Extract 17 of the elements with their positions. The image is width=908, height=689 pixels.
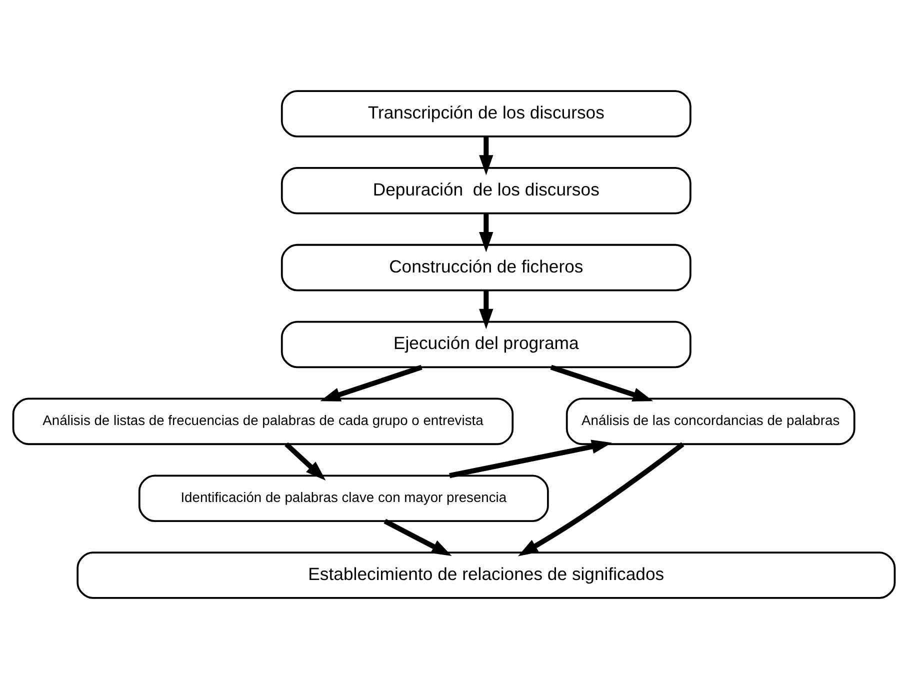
node-box: Ejecución del programa <box>280 320 692 368</box>
node-box: Análisis de listas de frecuencias de palabras de cada grupo o entrevista <box>12 398 514 446</box>
arrow <box>479 136 494 176</box>
node-box: Depuración de los discursos <box>280 167 692 214</box>
arrow <box>449 440 612 478</box>
arrow <box>320 364 422 402</box>
node-box: Transcripción de los discursos <box>280 90 692 138</box>
node-box: Construcción de ficheros <box>280 244 692 292</box>
arrow <box>284 442 326 481</box>
node-box: Análisis de las concordancias de palabras <box>566 398 856 446</box>
arrow <box>479 213 494 252</box>
arrow <box>479 290 494 330</box>
arrow <box>550 364 654 402</box>
arrow <box>518 442 684 556</box>
node-box: Identificación de palabras clave con mayor presencia <box>138 474 549 522</box>
arrow <box>384 518 452 556</box>
node-box: Establecimiento de relaciones de significados <box>76 552 896 599</box>
